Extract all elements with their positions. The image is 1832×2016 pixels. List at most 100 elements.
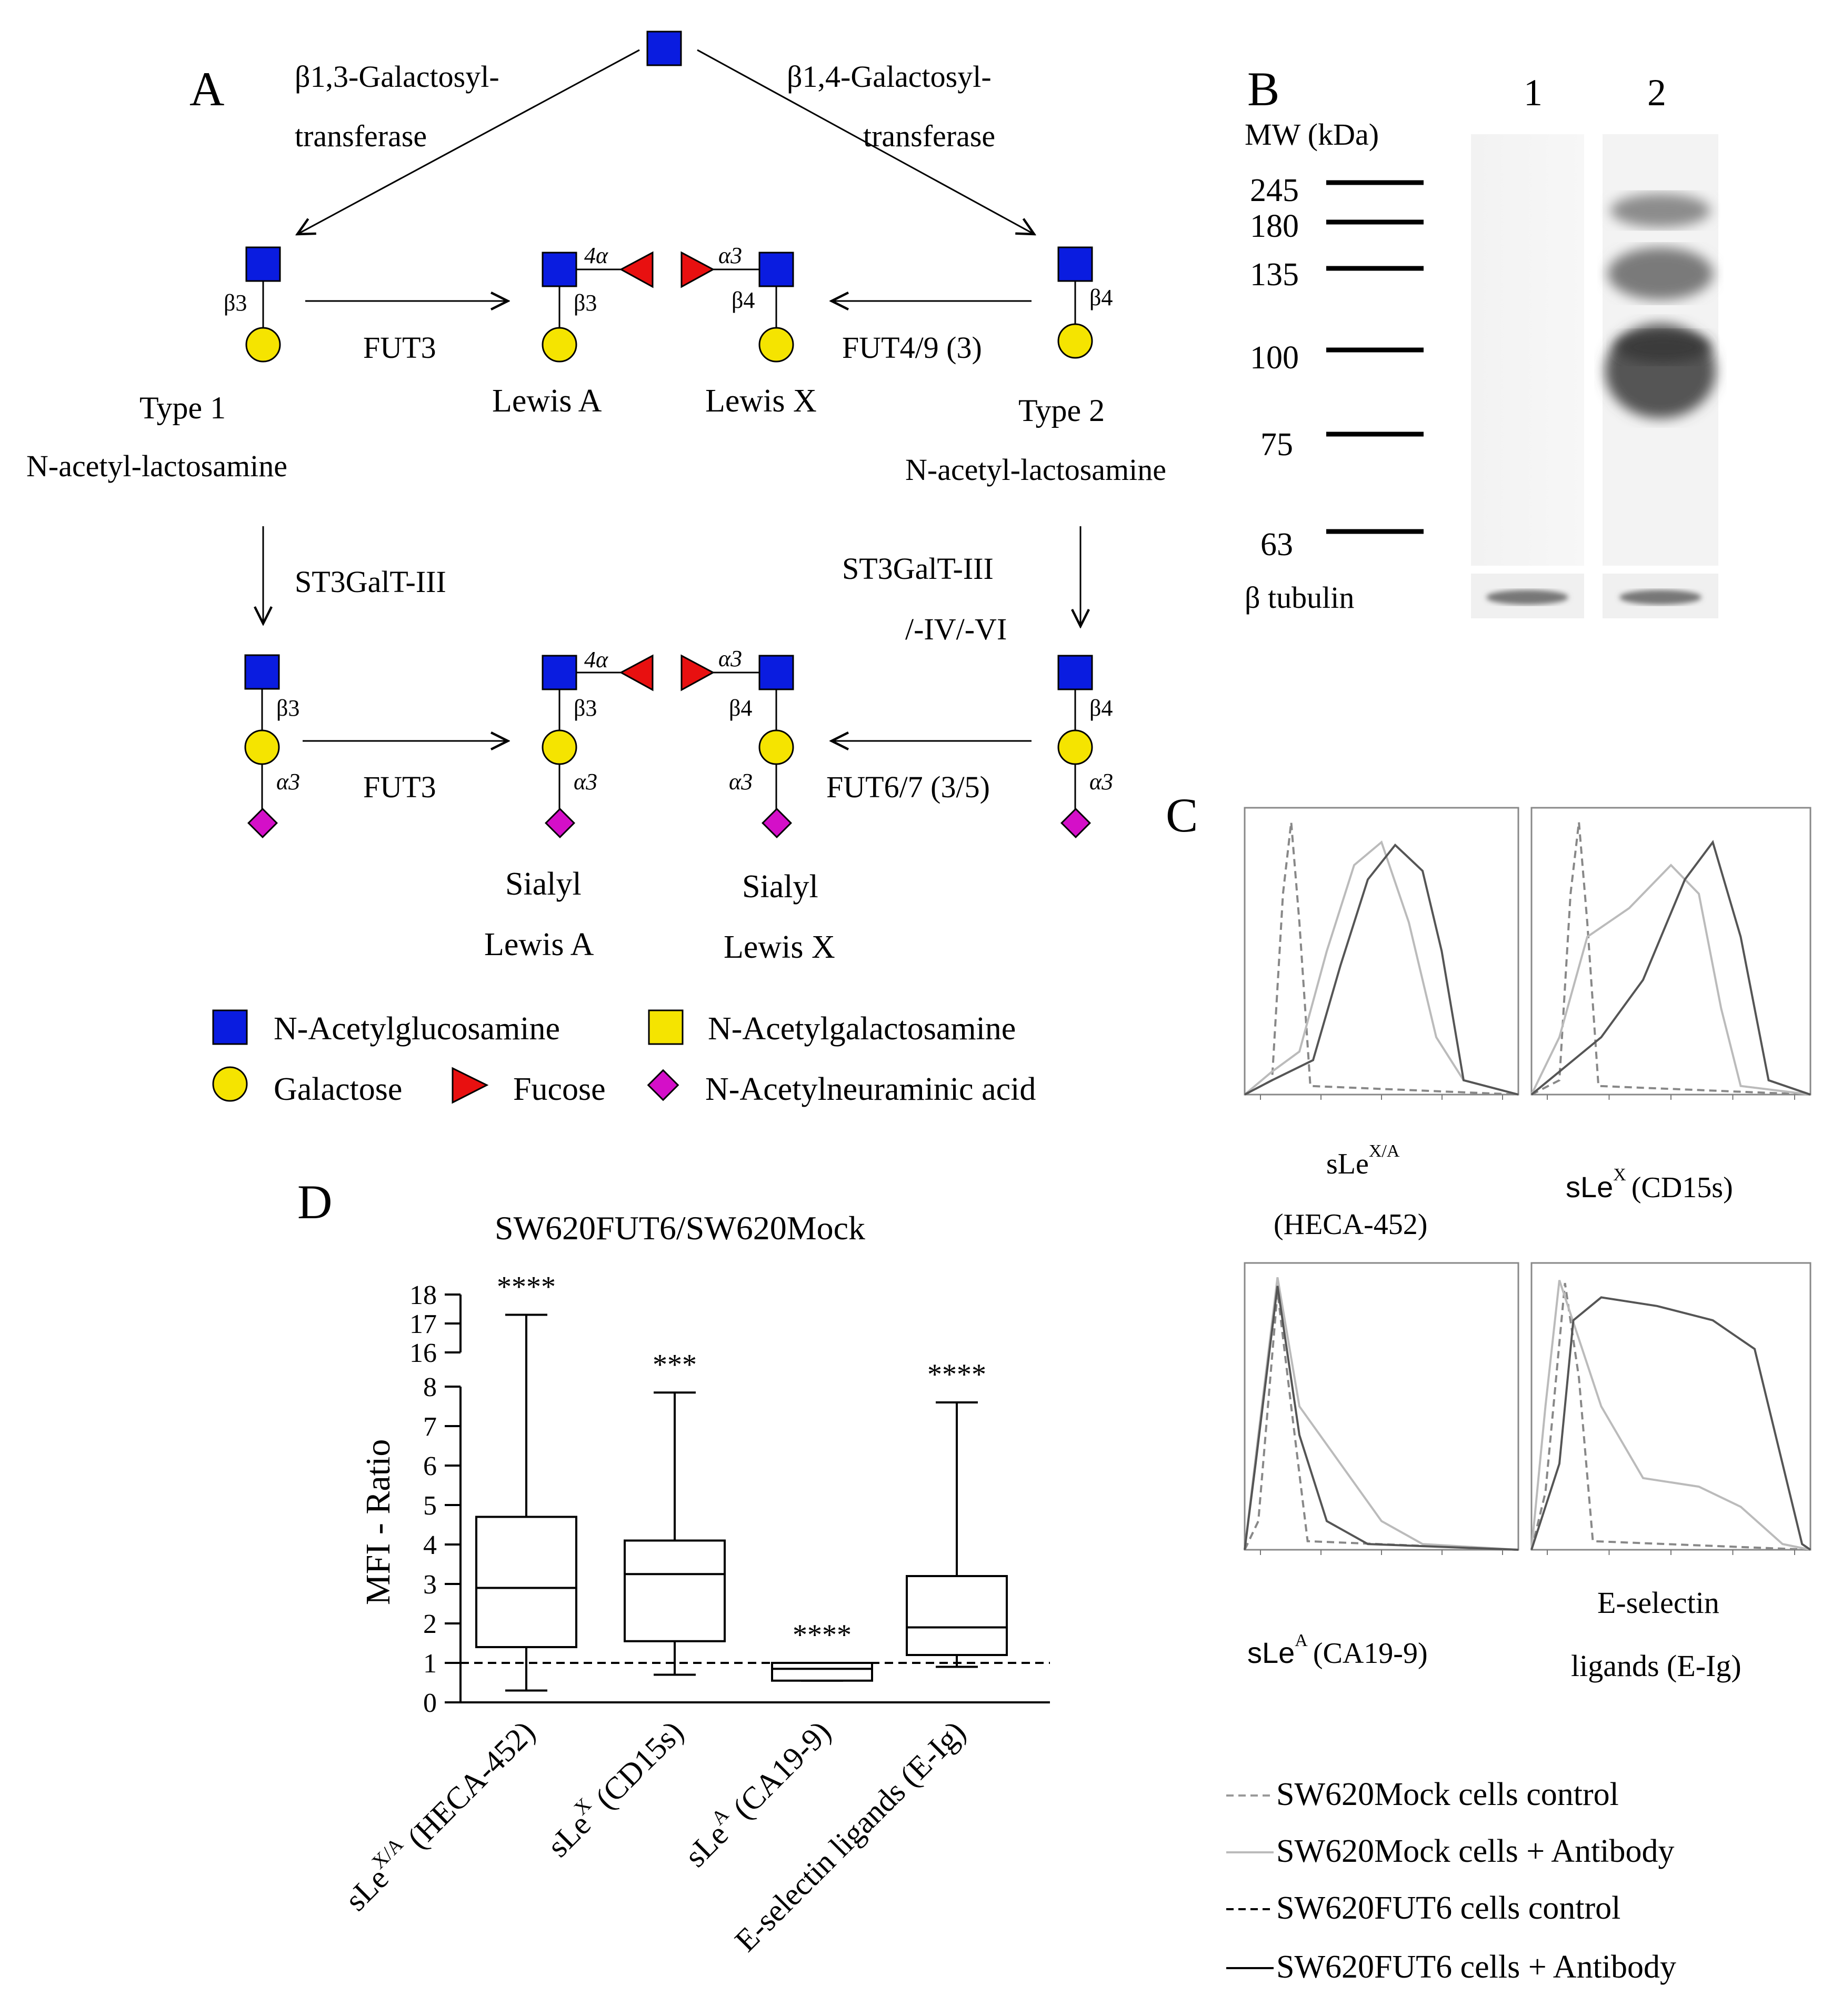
fut67-label: FUT6/7 (3/5) (826, 770, 990, 804)
legend-fuc: Fucose (513, 1071, 606, 1107)
box-2 (624, 1539, 726, 1642)
legend-galnac: N-Acetylgalactosamine (708, 1011, 1016, 1047)
arrow-to-type1 (297, 49, 640, 234)
lane-1-label: 1 (1524, 72, 1543, 114)
c-legend-1: SW620Mock cells + Antibody (1276, 1833, 1675, 1869)
y-tick-label: 6 (423, 1451, 437, 1481)
panel-a-letter: A (189, 62, 224, 116)
chart-title: SW620FUT6/SW620Mock (495, 1209, 865, 1247)
significance-4: **** (927, 1358, 986, 1391)
y-tick-label: 17 (409, 1309, 437, 1339)
significance-2: *** (653, 1348, 697, 1381)
legend-glcnac: N-Acetylglucosamine (274, 1011, 560, 1047)
flow-curve-3-3 (1244, 1286, 1519, 1551)
significance-1: **** (497, 1271, 556, 1303)
svg-text:180: 180 (1250, 208, 1299, 244)
blot-lane-2-bands (1605, 194, 1716, 418)
svg-text:α3: α3 (276, 769, 300, 795)
svg-text:β4: β4 (729, 695, 752, 721)
svg-text:245: 245 (1250, 173, 1299, 208)
lane-2-label: 2 (1647, 72, 1666, 114)
y-tick-label: 4 (423, 1530, 437, 1560)
c-label-1: sLe (1326, 1148, 1369, 1180)
svg-text:α3: α3 (718, 243, 742, 268)
y-tick-label: 0 (423, 1688, 437, 1718)
svg-text:β3: β3 (574, 695, 597, 721)
svg-text:β4: β4 (732, 287, 755, 313)
c-label-1b: (HECA-452) (1274, 1208, 1427, 1241)
c-label-4: E-selectin (1597, 1586, 1719, 1620)
slea-label-2: Lewis A (484, 927, 594, 962)
slex-glycan: α3 β4 α3 (680, 646, 794, 838)
y-tick-label: 18 (409, 1280, 437, 1310)
lewis-a-glycan: 4α β3 (542, 243, 654, 363)
panel-a: A β1,3-Galactosyl- transferase β1,4-Gala… (26, 31, 1166, 1107)
tubulin-label: β tubulin (1245, 580, 1354, 615)
y-axis-label: MFI - Ratio (359, 1439, 397, 1605)
st3-right-label-2: /-IV/-VI (905, 612, 1007, 646)
c-label-2: sLe (1566, 1170, 1613, 1203)
svg-text:α3: α3 (729, 769, 753, 795)
fut3-top-label: FUT3 (363, 330, 436, 365)
type2-label-2: N-acetyl-lactosamine (905, 453, 1166, 487)
flow-curve-3-1 (1244, 1291, 1519, 1551)
box-3 (771, 1662, 873, 1682)
enzyme-b13-line2: transferase (295, 119, 427, 153)
svg-text:135: 135 (1250, 257, 1299, 293)
panel-d-letter: D (297, 1175, 332, 1229)
svg-text:sLeA(CA19-9): sLeA(CA19-9) (1247, 1631, 1428, 1670)
flow-curve-4-3 (1530, 1296, 1811, 1551)
arrow-to-type2 (697, 49, 1034, 234)
legend-gal: Galactose (274, 1071, 402, 1107)
type1-glycan: β3 (224, 246, 281, 363)
svg-text:α3: α3 (1089, 769, 1113, 795)
st3-right-label: ST3GalT-III (842, 551, 994, 586)
x-category-label-1: sLeX/A (HECA-452) (335, 1711, 542, 1918)
lewis-x-label: Lewis X (705, 383, 817, 419)
svg-text:α3: α3 (574, 769, 597, 795)
link-b3: β3 (224, 290, 247, 316)
box-1 (475, 1516, 577, 1648)
y-tick-label: 8 (423, 1372, 437, 1402)
mw-markers: 245 180 135 100 75 63 (1250, 173, 1424, 563)
type2-label: Type 2 (1018, 393, 1105, 428)
significance-3: **** (793, 1619, 852, 1651)
flow-curve-1-3 (1244, 843, 1519, 1096)
flow-curve-2-1 (1531, 822, 1811, 1096)
panel-b-letter: B (1247, 62, 1279, 116)
flow-plots (1244, 807, 1811, 1555)
glcnac-top (646, 31, 682, 66)
st3-left-label: ST3GalT-III (295, 565, 446, 599)
glcnac-legend-icon (212, 1009, 248, 1045)
gal-legend-icon (212, 1066, 248, 1102)
c-legend-3: SW620FUT6 cells + Antibody (1276, 1949, 1676, 1985)
blot-lane-1 (1471, 134, 1584, 566)
lewis-a-label: Lewis A (492, 383, 602, 419)
flow-plot-frame-1 (1244, 807, 1519, 1096)
box-4 (906, 1575, 1008, 1656)
svg-text:sLeX/A: sLeX/A (1326, 1141, 1400, 1180)
svg-text:75: 75 (1260, 427, 1293, 463)
panel-c-letter: C (1166, 788, 1198, 842)
panel-c: C sLeX/A (HECA-452) sLeX(CD15s) sLeA(CA1… (1166, 788, 1811, 1985)
flow-plot-frame-3 (1244, 1262, 1519, 1551)
enzyme-b14-line1: β1,4-Galactosyl- (787, 59, 992, 94)
slex-label-2: Lewis X (724, 929, 835, 965)
y-tick-label: 16 (409, 1338, 437, 1368)
slea-glycan: 4α β3 α3 (542, 647, 654, 838)
enzyme-b13-line1: β1,3-Galactosyl- (295, 59, 499, 94)
svg-text:β4: β4 (1089, 695, 1113, 721)
sialyl-type1-glycan: β3 α3 (244, 654, 300, 838)
flow-plot-frame-2 (1530, 807, 1811, 1096)
legend-neu5ac: N-Acetylneuraminic acid (705, 1071, 1036, 1107)
slea-label-1: Sialyl (505, 866, 582, 902)
y-tick-label: 2 (423, 1609, 437, 1639)
y-tick-label: 7 (423, 1412, 437, 1442)
svg-text:4α: 4α (584, 243, 608, 268)
sialyl-type2-glycan: β4 α3 (1057, 655, 1113, 838)
type1-label: Type 1 (139, 390, 226, 425)
svg-text:63: 63 (1260, 527, 1293, 563)
y-tick-label: 3 (423, 1570, 437, 1600)
svg-text:α3: α3 (718, 646, 742, 671)
